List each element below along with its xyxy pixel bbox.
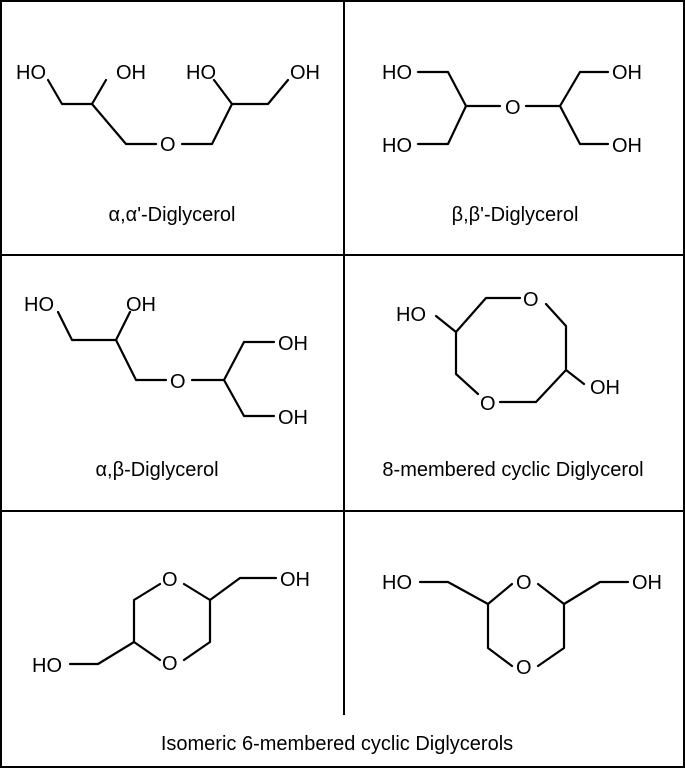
caption-cyclic6: Isomeric 6-membered cyclic Diglycerols — [161, 733, 513, 755]
panel-beta-beta-diglycerol: HO HO O OH OH β,β'-Diglycerol — [382, 62, 642, 226]
atom-ring-o-bottom: O — [516, 657, 532, 679]
alpha-alpha-bonds — [46, 78, 290, 146]
caption-cyclic8: 8-membered cyclic Diglycerol — [382, 459, 643, 481]
atom-ho: HO — [32, 655, 62, 677]
atom-ho-1: HO — [24, 294, 54, 316]
atom-ether-o: O — [505, 97, 521, 119]
atom-oh-top: OH — [612, 62, 642, 84]
atom-oh-top: OH — [278, 333, 308, 355]
cyclic6b-bonds — [418, 580, 630, 668]
atom-ring-o-top: O — [523, 289, 539, 311]
atom-ether-o: O — [160, 134, 176, 156]
atom-ring-o-bottom: O — [162, 653, 178, 675]
atom-ring-o-top: O — [162, 569, 178, 591]
atom-ho: HO — [382, 572, 412, 594]
atom-ring-o-top: O — [516, 572, 532, 594]
alpha-beta-bonds — [56, 310, 276, 418]
atom-oh-2: OH — [290, 62, 320, 84]
atom-ether-o: O — [170, 371, 186, 393]
caption-beta-beta: β,β'-Diglycerol — [452, 204, 579, 226]
panel-cyclic8-diglycerol: HO O O OH 8-membered cyclic Diglycerol — [382, 289, 643, 481]
cyclic8-bonds — [434, 296, 586, 404]
panel-cyclic6-isomer-b: O O HO OH — [382, 572, 662, 679]
beta-beta-bonds — [416, 70, 610, 146]
atom-ho-top: HO — [382, 62, 412, 84]
atom-ho-1: HO — [16, 62, 46, 84]
atom-ho-2: HO — [186, 62, 216, 84]
atom-oh-1: OH — [116, 62, 146, 84]
atom-oh: OH — [590, 377, 620, 399]
atom-ring-o-bottom: O — [480, 393, 496, 415]
atom-ho-bottom: HO — [382, 135, 412, 157]
panel-cyclic6-isomer-a: O O OH HO — [32, 569, 310, 677]
atom-oh-bottom: OH — [612, 135, 642, 157]
caption-alpha-alpha: α,α'-Diglycerol — [109, 204, 236, 226]
caption-alpha-beta: α,β-Diglycerol — [95, 459, 218, 481]
atom-oh-bottom: OH — [278, 407, 308, 429]
panel-alpha-alpha-diglycerol: HO OH HO OH O α,α'-Diglycerol — [16, 62, 320, 226]
atom-oh: OH — [280, 569, 310, 591]
atom-ho: HO — [396, 304, 426, 326]
panel-alpha-beta-diglycerol: HO OH O OH OH α,β-Diglycerol — [24, 294, 308, 481]
atom-oh: OH — [632, 572, 662, 594]
cyclic6a-bonds — [68, 576, 278, 666]
atom-oh-1: OH — [126, 294, 156, 316]
